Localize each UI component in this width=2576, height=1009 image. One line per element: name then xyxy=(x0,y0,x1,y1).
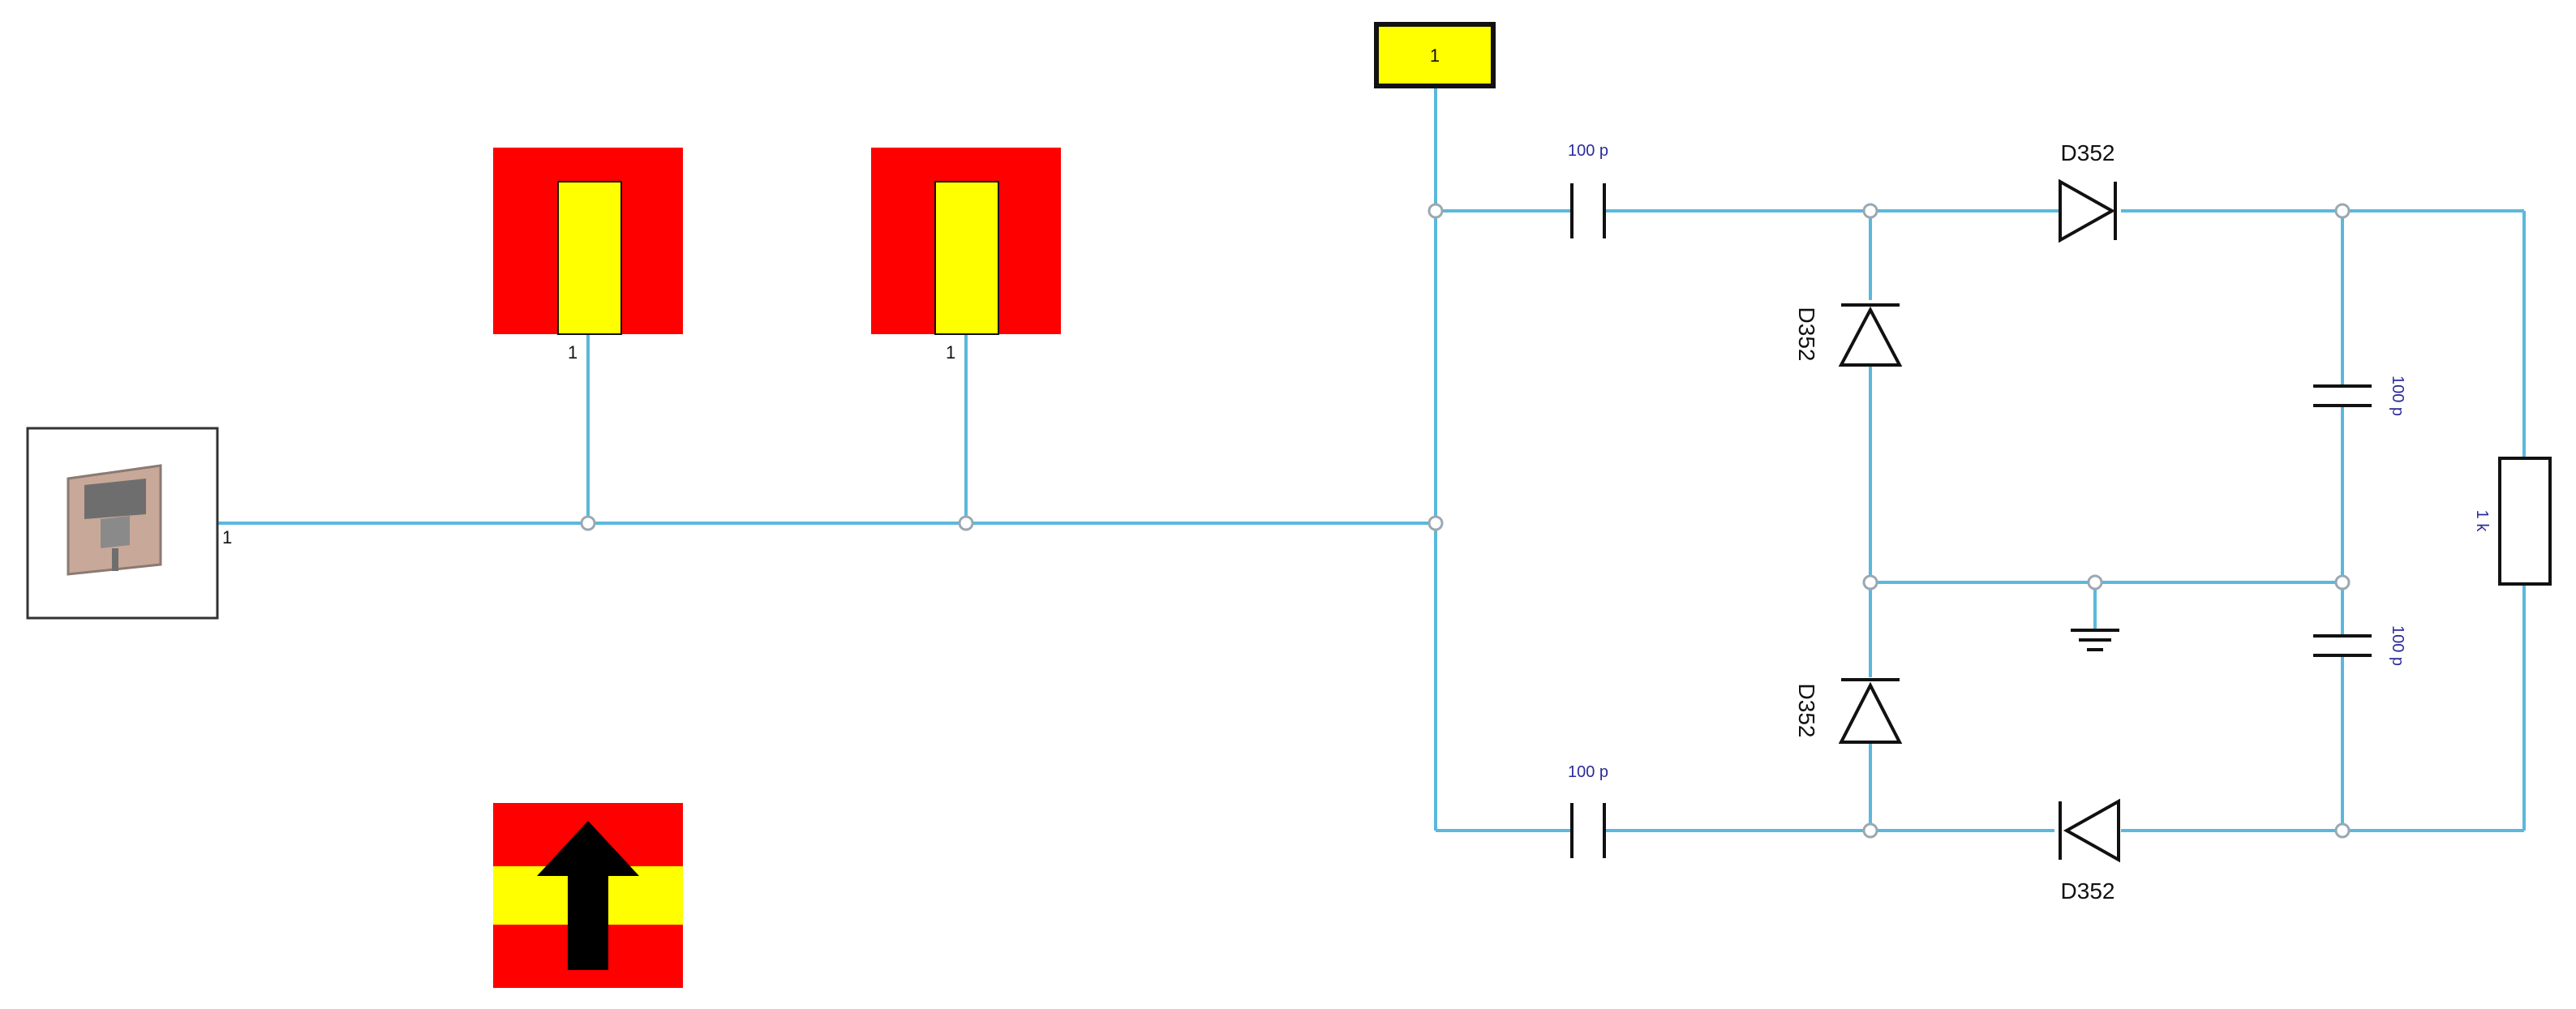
port-a[interactable]: 1 xyxy=(493,148,683,363)
junction xyxy=(2334,203,2351,219)
top-port[interactable]: 1 xyxy=(1374,22,1496,88)
junction xyxy=(1862,574,1878,590)
capacitor-right-bottom[interactable]: 100 p xyxy=(2313,625,2406,666)
capacitor-top[interactable]: 100 p xyxy=(1568,142,1608,238)
capacitor-bottom-value: 100 p xyxy=(1568,763,1608,781)
capacitor-right-top[interactable]: 100 p xyxy=(2313,376,2406,416)
junction xyxy=(2334,574,2351,590)
port-red-yellow-icon xyxy=(871,148,1061,335)
junction xyxy=(2334,822,2351,839)
up-arrow-icon xyxy=(493,803,683,988)
diode-left-bottom-label: D352 xyxy=(1794,684,1819,738)
junction xyxy=(1428,203,1444,219)
junction xyxy=(1862,822,1878,839)
port-red-yellow-icon xyxy=(493,148,683,335)
capacitor-right-top-value: 100 p xyxy=(2389,376,2406,416)
capacitor-right-bottom-value: 100 p xyxy=(2389,625,2406,666)
port-a-pin-label: 1 xyxy=(568,342,577,363)
junction xyxy=(958,515,974,531)
junctions xyxy=(580,203,2351,839)
ground[interactable] xyxy=(2071,629,2119,651)
port-b[interactable]: 1 xyxy=(871,148,1061,363)
junction xyxy=(1428,515,1444,531)
diode-left-top-label: D352 xyxy=(1794,307,1819,362)
top-port-label: 1 xyxy=(1430,45,1440,66)
diode-top[interactable]: D352 xyxy=(2059,140,2117,243)
ground-icon xyxy=(2071,629,2119,651)
diode-top-label: D352 xyxy=(2061,140,2115,165)
diode-bottom-label: D352 xyxy=(2061,878,2115,904)
junction xyxy=(580,515,596,531)
diode-bottom[interactable]: D352 xyxy=(2059,798,2120,904)
port-b-pin-label: 1 xyxy=(946,342,955,363)
antenna-patch-icon xyxy=(67,464,162,576)
load-resistor-value: 1 k xyxy=(2473,510,2491,533)
direction-marker[interactable] xyxy=(493,803,683,988)
diode-left-bottom[interactable]: D352 xyxy=(1794,678,1903,744)
junction xyxy=(2087,574,2103,590)
load-resistor[interactable]: 1 k xyxy=(2473,457,2552,586)
junction xyxy=(1862,203,1878,219)
antenna-port-pin-label: 1 xyxy=(222,527,232,547)
capacitor-top-value: 100 p xyxy=(1568,142,1608,160)
diode-left-top[interactable]: D352 xyxy=(1794,303,1903,367)
antenna-port[interactable]: 1 xyxy=(26,427,232,620)
capacitor-bottom[interactable]: 100 p xyxy=(1568,763,1608,858)
